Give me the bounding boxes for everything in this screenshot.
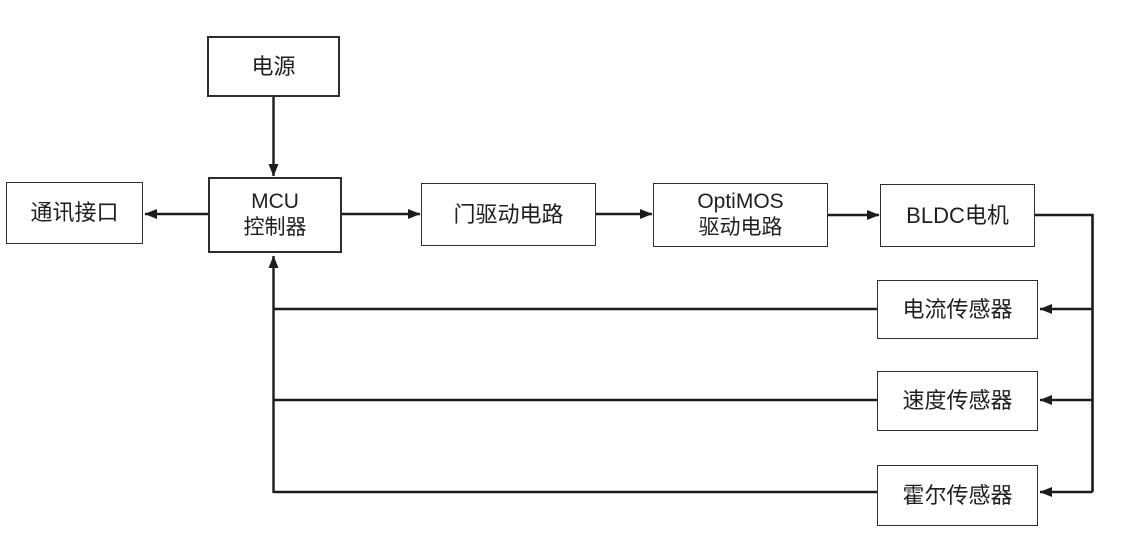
connector-bldc-feedback-rail <box>1035 213 1094 492</box>
node-comm-interface: 通讯接口 <box>6 182 143 244</box>
node-speed-sensor: 速度传感器 <box>877 371 1038 431</box>
node-bldc-motor: BLDC电机 <box>880 184 1035 247</box>
node-current-sensor: 电流传感器 <box>877 280 1038 339</box>
node-mcu-controller: MCU 控制器 <box>208 177 342 253</box>
node-optimos-driver: OptiMOS 驱动电路 <box>653 183 828 247</box>
node-power: 电源 <box>207 36 340 97</box>
node-gate-driver: 门驱动电路 <box>421 183 596 246</box>
node-hall-sensor: 霍尔传感器 <box>877 465 1038 526</box>
